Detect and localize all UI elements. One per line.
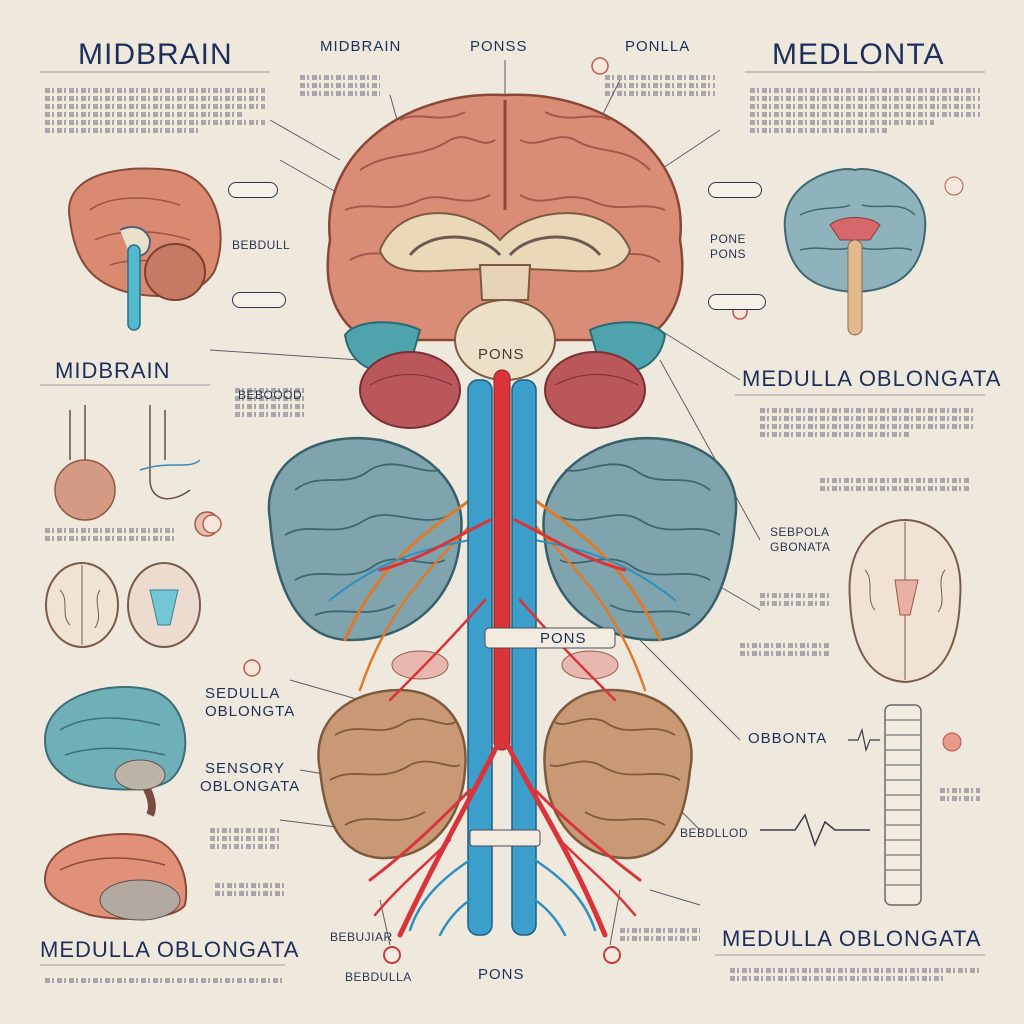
text-block (740, 640, 830, 659)
label-pons-bottom: PONS (478, 966, 525, 983)
tag-outline (228, 182, 278, 198)
text-block (605, 72, 715, 99)
text-block (760, 590, 830, 609)
label-medulla-right: MEDULLA OBLONGATA (742, 366, 1002, 391)
label-pone-right: PONE PONS (710, 232, 747, 261)
label-obbonta-right: OBBONTA (748, 730, 828, 747)
label-bebdula-bottom: BEBDULLA (345, 970, 412, 984)
text-block (820, 475, 970, 494)
label-pons-center: PONS (478, 346, 525, 363)
tag-outline (708, 294, 766, 310)
label-medulla-bottom-left: MEDULLA OBLONGATA (40, 937, 300, 962)
label-bebonod-left: BEBOOOD (238, 388, 303, 402)
label-bebdlod-right: BEBDLLOD (680, 826, 749, 840)
label-midbrain-title-left: MIDBRAIN (78, 38, 233, 71)
text-block (215, 880, 285, 899)
label-medlonta-title-right: MEDLONTA (772, 38, 945, 71)
label-sebpola-right: SEBPOLA GBONATA (770, 525, 831, 554)
label-pons-top: PONSS (470, 38, 528, 55)
text-block (730, 965, 980, 984)
tag-outline (232, 292, 286, 308)
label-pons-lower: PONS (540, 630, 587, 647)
text-block (45, 525, 175, 544)
text-block (940, 785, 980, 804)
text-block (210, 825, 280, 852)
text-block (620, 925, 700, 944)
label-bebdull-left: BEBDULL (232, 238, 291, 252)
text-block (300, 72, 380, 99)
text-block (750, 85, 980, 136)
text-block (235, 385, 305, 420)
label-medulla-bottom-right: MEDULLA OBLONGATA (722, 926, 982, 951)
tag-outline (708, 182, 762, 198)
label-bebliar-bottom: BEBUJIAR (330, 930, 393, 944)
label-sedulla-left: SEDULLA OBLONGTA (205, 685, 296, 720)
label-ponlla-top: PONLLA (625, 38, 691, 55)
label-sensory-left: SENSORY OBLONGATA (200, 760, 301, 795)
text-block (760, 405, 975, 440)
label-midbrain-top-center: MIDBRAIN (320, 38, 402, 55)
label-midbrain-left: MIDBRAIN (55, 358, 171, 383)
text-block (45, 975, 285, 986)
text-block (45, 85, 265, 136)
